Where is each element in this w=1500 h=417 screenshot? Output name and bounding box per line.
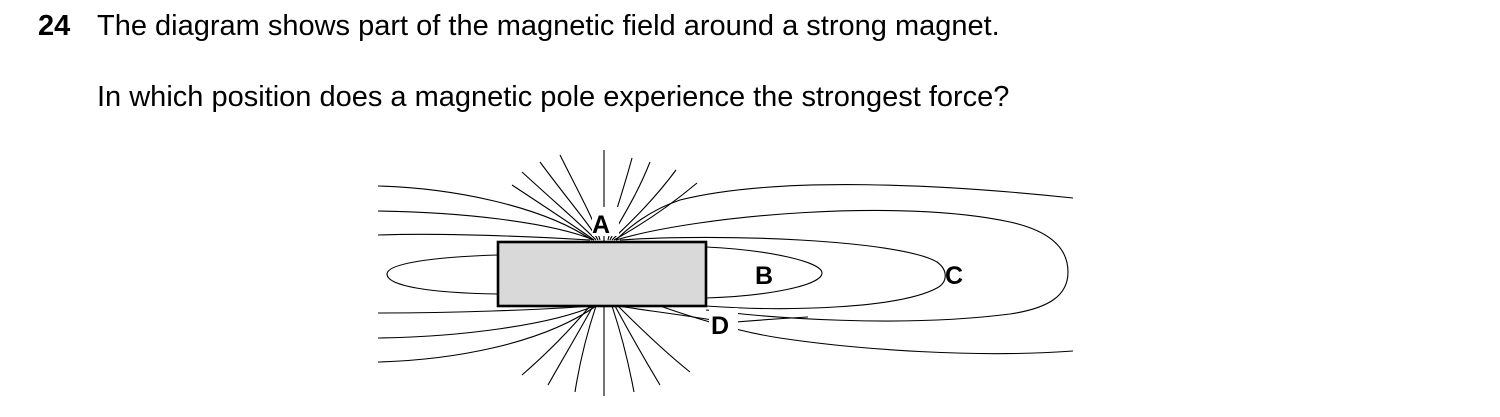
question-stem: The diagram shows part of the magnetic f… xyxy=(97,10,1000,42)
field-line xyxy=(377,210,595,241)
field-line xyxy=(615,209,1069,322)
field-line xyxy=(574,305,597,393)
question-number: 24 xyxy=(38,10,71,42)
field-line xyxy=(614,305,661,386)
field-line xyxy=(659,305,1074,355)
question-prompt: In which position does a magnetic pole e… xyxy=(97,81,1010,113)
field-line xyxy=(611,169,677,241)
field-line xyxy=(617,305,691,373)
field-line xyxy=(386,254,499,295)
position-label-b: B xyxy=(755,262,773,290)
field-line xyxy=(735,316,809,323)
field-line xyxy=(547,305,594,386)
field-line xyxy=(511,184,595,241)
field-line xyxy=(377,305,593,314)
field-lines xyxy=(377,150,1074,396)
position-label-d: D xyxy=(711,312,729,340)
field-line xyxy=(377,305,595,339)
bar-magnet xyxy=(496,240,708,308)
field-line xyxy=(377,233,591,241)
field-line xyxy=(377,305,597,363)
field-line xyxy=(521,171,597,241)
field-line xyxy=(521,305,591,376)
field-line xyxy=(705,246,823,299)
field-line xyxy=(617,305,713,321)
field-line xyxy=(377,185,593,241)
position-label-a: A xyxy=(592,211,610,239)
field-line xyxy=(615,184,1074,241)
position-label-c: C xyxy=(945,262,963,290)
field-line xyxy=(619,236,946,310)
field-line xyxy=(611,305,635,393)
